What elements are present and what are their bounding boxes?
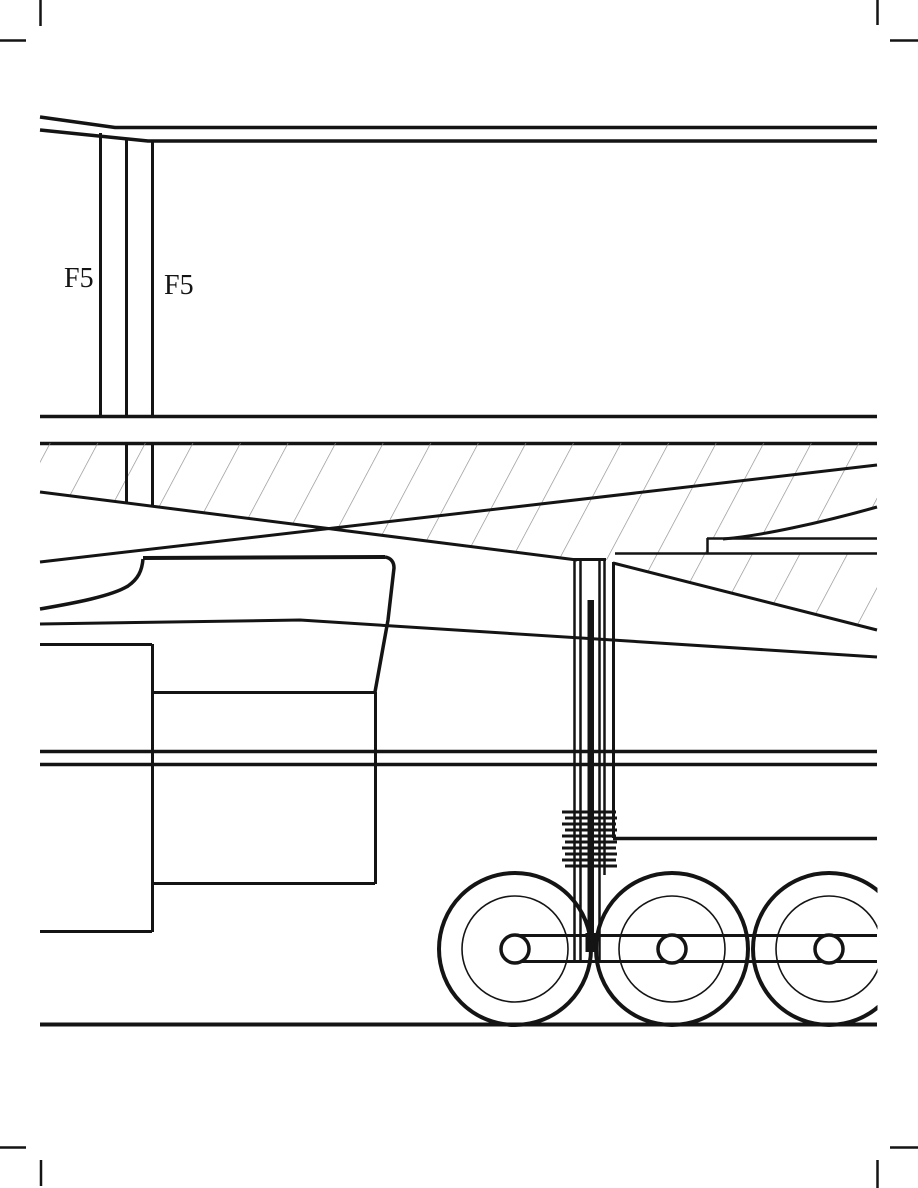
label-f5-right: F5 xyxy=(164,270,194,301)
deck-line-lower xyxy=(39,128,877,143)
suspension-strut xyxy=(573,558,606,961)
glacis-line-descending xyxy=(39,490,578,562)
wheel-2-rim xyxy=(618,895,726,1003)
deck-line-upper xyxy=(39,115,877,130)
wheel-3-hub xyxy=(813,933,845,965)
strut-rod xyxy=(587,600,594,935)
coil-spring xyxy=(562,810,617,868)
glacis-line-ascending xyxy=(39,463,878,564)
wheel-1-rim xyxy=(461,895,569,1003)
wheel-1-hub xyxy=(499,933,531,965)
hatch-relief-band xyxy=(707,539,877,553)
hull-side-wall xyxy=(612,562,877,841)
fender-rear-edge xyxy=(373,555,396,693)
f5-strut-tubes xyxy=(99,133,154,416)
lower-plate-steep-line xyxy=(612,561,878,632)
label-f5-left: F5 xyxy=(64,263,94,294)
fender-top-edge xyxy=(142,555,386,560)
sponson-floor-lines xyxy=(40,414,877,446)
belly-contour-line xyxy=(39,618,878,659)
hatch-relief-wedge xyxy=(723,506,877,539)
running-gear xyxy=(437,871,878,1027)
fender-front-curve xyxy=(39,558,145,611)
hull-deck-lines xyxy=(39,115,877,143)
fender-profile xyxy=(39,555,396,693)
wheel-2-hub xyxy=(656,933,688,965)
hull-section-hatch xyxy=(39,443,878,632)
mid-hull-lines xyxy=(39,618,878,767)
strut-rod-foot xyxy=(585,933,597,952)
equipment-boxes xyxy=(40,643,377,933)
wheel-3-rim xyxy=(775,895,878,1003)
